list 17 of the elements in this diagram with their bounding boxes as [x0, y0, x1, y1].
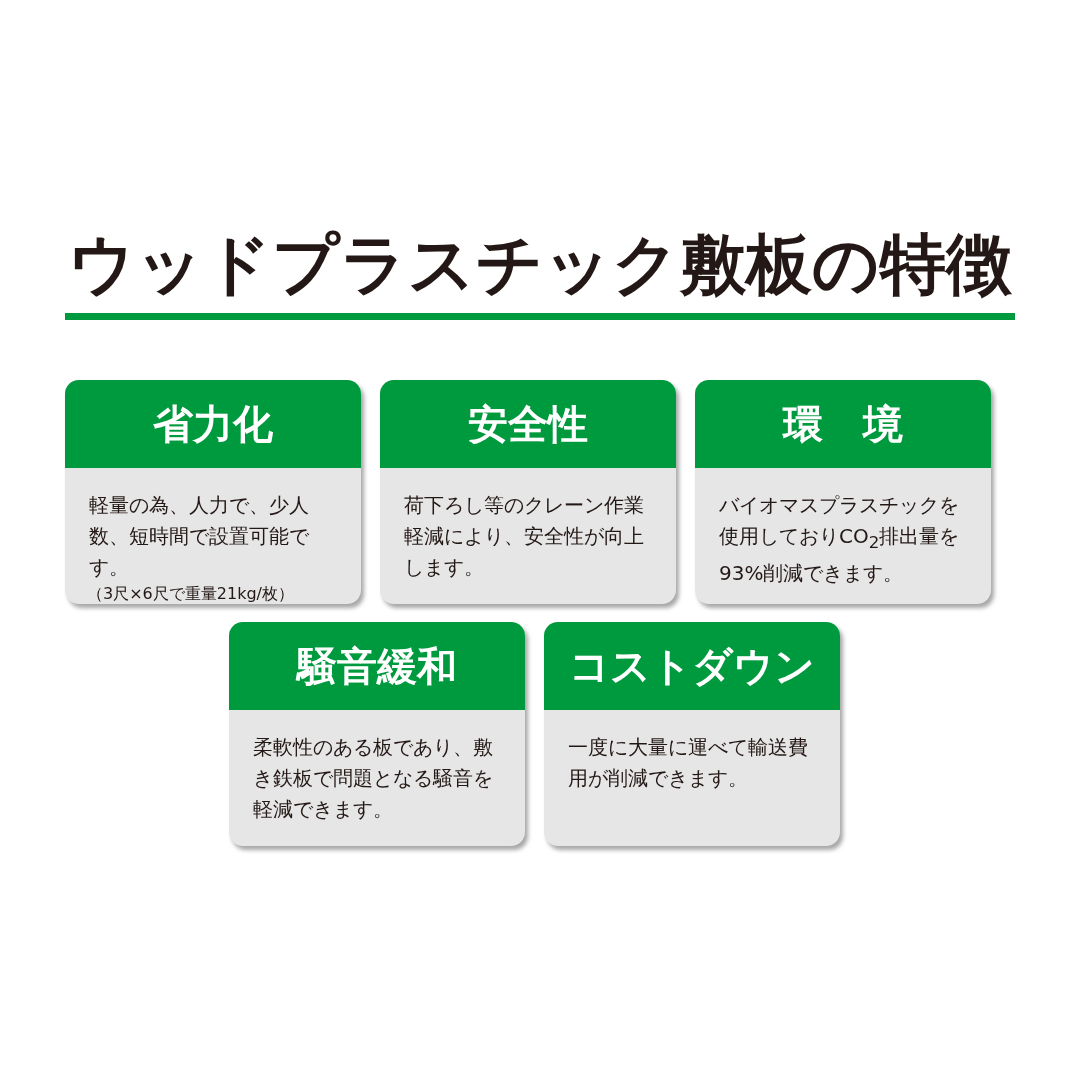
feature-card [229, 622, 525, 846]
feature-card [65, 380, 361, 604]
feature-card [380, 380, 676, 604]
page-title: ウッドプラスチック敷板の特徴 [67, 225, 1013, 305]
card-text: 軽量の為、人力で、少人数、短時間で設置可能です。 [89, 492, 310, 581]
card-text: 荷下ろし等のクレーン作業軽減により、安全性が向上します。 [404, 492, 645, 581]
card-note: （3尺×6尺で重量21kg/枚） [87, 583, 295, 604]
feature-card [695, 380, 991, 604]
feature-card [544, 622, 840, 846]
card-text: 一度に大量に運べて輸送費用が削減できます。 [568, 734, 809, 792]
card-heading: 省力化 [65, 380, 361, 468]
card-heading: コストダウン [544, 622, 840, 710]
card-text: バイオマスプラスチックを使用しておりCO$_{2}$排出量を93%削減できます。 [719, 492, 961, 587]
card-heading: 環 境 [695, 380, 991, 468]
card-text: 柔軟性のある板であり、敷き鉄板で問題となる騒音を軽減できます。 [253, 734, 494, 823]
card-heading: 安全性 [380, 380, 676, 468]
card-heading: 騒音緩和 [229, 622, 525, 710]
